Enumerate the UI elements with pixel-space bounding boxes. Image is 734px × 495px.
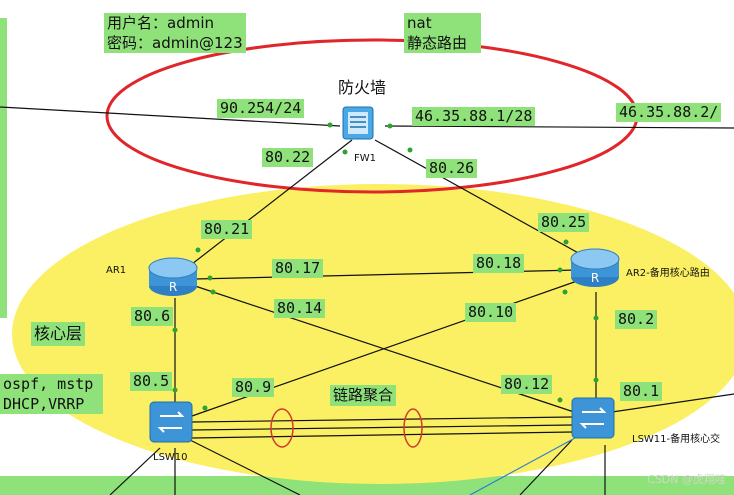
ip-isp: 46.35.88.2/: [616, 103, 722, 122]
core-layer-zone: [12, 184, 734, 484]
core-protocols-box: ospf, mstp DHCP,VRRP: [0, 374, 104, 414]
credentials-box: 用户名：admin 密码：admin@123: [104, 13, 246, 53]
link-aggregation-1: [191, 416, 573, 423]
static-route-line: 静态路由: [407, 34, 468, 52]
ip-fw-ar2: 80.26: [426, 159, 478, 178]
core-layer-label: 核心层: [31, 322, 86, 346]
ip-ar1-up: 80.21: [201, 220, 253, 239]
ar1-name: AR1: [106, 265, 127, 276]
link-lsw11-right: [611, 393, 734, 413]
link-fw-ar1: [191, 139, 353, 265]
link-lsw11-down-blue: [469, 437, 576, 495]
nat-line: nat: [407, 14, 432, 32]
ip-ar2-lsw11: 80.2: [615, 310, 658, 329]
link-lsw11-down-left: [519, 439, 573, 495]
ip-ar2-up: 80.25: [538, 213, 590, 232]
firewall-icon[interactable]: [342, 106, 374, 140]
protocols-line-1: ospf, mstp: [3, 375, 94, 393]
link-aggregation-3: [191, 431, 573, 439]
link-aggregation-2: [191, 424, 573, 431]
ip-ar2-lsw10: 80.10: [465, 303, 517, 322]
left-green-bar: [0, 18, 7, 318]
ip-ar1-lsw10: 80.6: [131, 307, 174, 326]
svg-text:R: R: [169, 280, 177, 294]
ip-ar1-lsw11: 80.14: [274, 299, 326, 318]
link-fw-isp: [384, 125, 734, 129]
password-line: 密码：admin@123: [107, 34, 243, 52]
switch-icon[interactable]: [149, 401, 193, 443]
ip-lsw11-ar1: 80.12: [501, 375, 553, 394]
ip-lsw10-ar2: 80.9: [232, 378, 275, 397]
username-line: 用户名：admin: [107, 14, 214, 32]
ip-fw-ar1: 80.22: [262, 148, 314, 167]
link-external-fw: [0, 106, 341, 127]
firewall-title: 防火墙: [338, 78, 387, 97]
lsw11-name: LSW11-备用核心交: [632, 434, 721, 445]
ip-lsw10-ar1: 80.5: [130, 372, 173, 391]
aggregation-oval-left: [270, 408, 294, 448]
link-aggregation-label: 链路聚合: [330, 385, 397, 406]
svg-text:R: R: [591, 271, 599, 285]
fw-features-box: nat 静态路由: [404, 13, 482, 53]
ip-fw-left: 90.254/24: [217, 99, 305, 118]
watermark: CSDN @虎翔哇: [647, 473, 726, 486]
link-lsw10-down-right: [189, 439, 301, 495]
bottom-green-strip: [0, 476, 734, 495]
router-icon[interactable]: R: [570, 248, 620, 287]
ip-ar1-ar2: 80.17: [272, 259, 324, 278]
aggregation-oval-right: [403, 408, 423, 448]
ip-ar2-ar1: 80.18: [473, 254, 525, 273]
port-dots: [172, 122, 615, 418]
fw1-name: FW1: [354, 153, 377, 164]
link-lsw10-down-left: [109, 447, 161, 495]
protocols-line-2: DHCP,VRRP: [3, 395, 85, 413]
switch-icon[interactable]: [571, 397, 615, 439]
ip-fw-right: 46.35.88.1/28: [412, 107, 536, 126]
ar2-name: AR2-备用核心路由: [626, 268, 710, 279]
router-icon[interactable]: R: [148, 257, 198, 296]
ip-lsw11-ar2: 80.1: [620, 382, 663, 401]
lsw10-name: LSW10: [153, 452, 188, 463]
link-fw-ar2: [374, 139, 583, 256]
